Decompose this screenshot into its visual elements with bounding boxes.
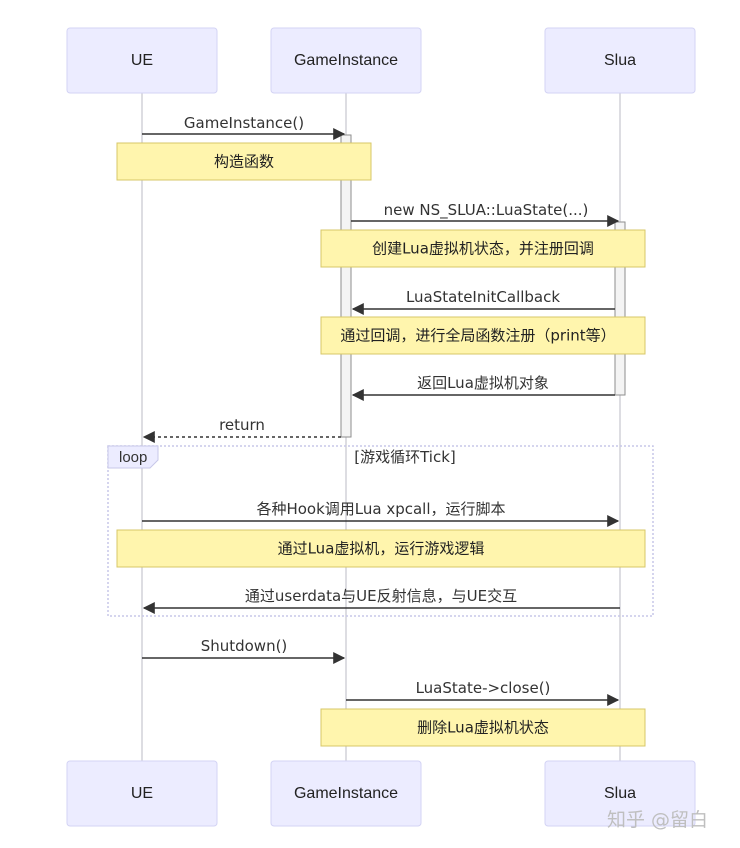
actor-label: UE <box>131 52 153 69</box>
actor-label: GameInstance <box>294 52 398 69</box>
loop-tag <box>107 445 159 469</box>
message-label: Shutdown() <box>201 637 288 655</box>
note-label: 创建Lua虚拟机状态，并注册回调 <box>372 240 594 258</box>
note-label: 通过回调，进行全局函数注册（print等） <box>340 327 615 345</box>
message-label: 通过userdata与UE反射信息，与UE交互 <box>245 587 517 605</box>
message-label: 各种Hook调用Lua xpcall，运行脚本 <box>256 500 505 518</box>
note-label: 通过Lua虚拟机，运行游戏逻辑 <box>278 540 485 558</box>
note-run-game-logic: 通过Lua虚拟机，运行游戏逻辑 <box>116 529 646 568</box>
message-label: 返回Lua虚拟机对象 <box>417 374 549 392</box>
actor-label: Slua <box>604 52 636 69</box>
activation-gameinstance <box>340 134 352 438</box>
message-label: return <box>219 416 265 434</box>
note-label: 删除Lua虚拟机状态 <box>417 719 549 737</box>
note-create-state: 创建Lua虚拟机状态，并注册回调 <box>320 229 646 268</box>
loop-tag-label: loop <box>119 449 147 466</box>
note-register-globals: 通过回调，进行全局函数注册（print等） <box>320 316 646 355</box>
actor-label: GameInstance <box>294 785 398 802</box>
note-label: 构造函数 <box>214 153 274 171</box>
note-constructor: 构造函数 <box>116 142 372 181</box>
loop-title: [游戏循环Tick] <box>354 448 456 466</box>
message-label: LuaState->close() <box>416 679 551 697</box>
watermark-text: 知乎 @留白 <box>607 809 708 831</box>
actor-ue-top: UE <box>66 27 218 94</box>
actor-slua-top: Slua <box>544 27 696 94</box>
actor-label: Slua <box>604 785 636 802</box>
note-delete-state: 删除Lua虚拟机状态 <box>320 708 646 747</box>
loop-frame: loop [游戏循环Tick] <box>107 445 654 617</box>
message-label: GameInstance() <box>184 114 304 132</box>
actor-gameinstance-bottom: GameInstance <box>270 760 422 827</box>
message-label: new NS_SLUA::LuaState(...) <box>384 201 589 220</box>
actor-gameinstance-top: GameInstance <box>270 27 422 94</box>
message-label: LuaStateInitCallback <box>406 288 560 306</box>
actor-ue-bottom: UE <box>66 760 218 827</box>
actor-slua-bottom: Slua <box>544 760 696 827</box>
actor-label: UE <box>131 785 153 802</box>
